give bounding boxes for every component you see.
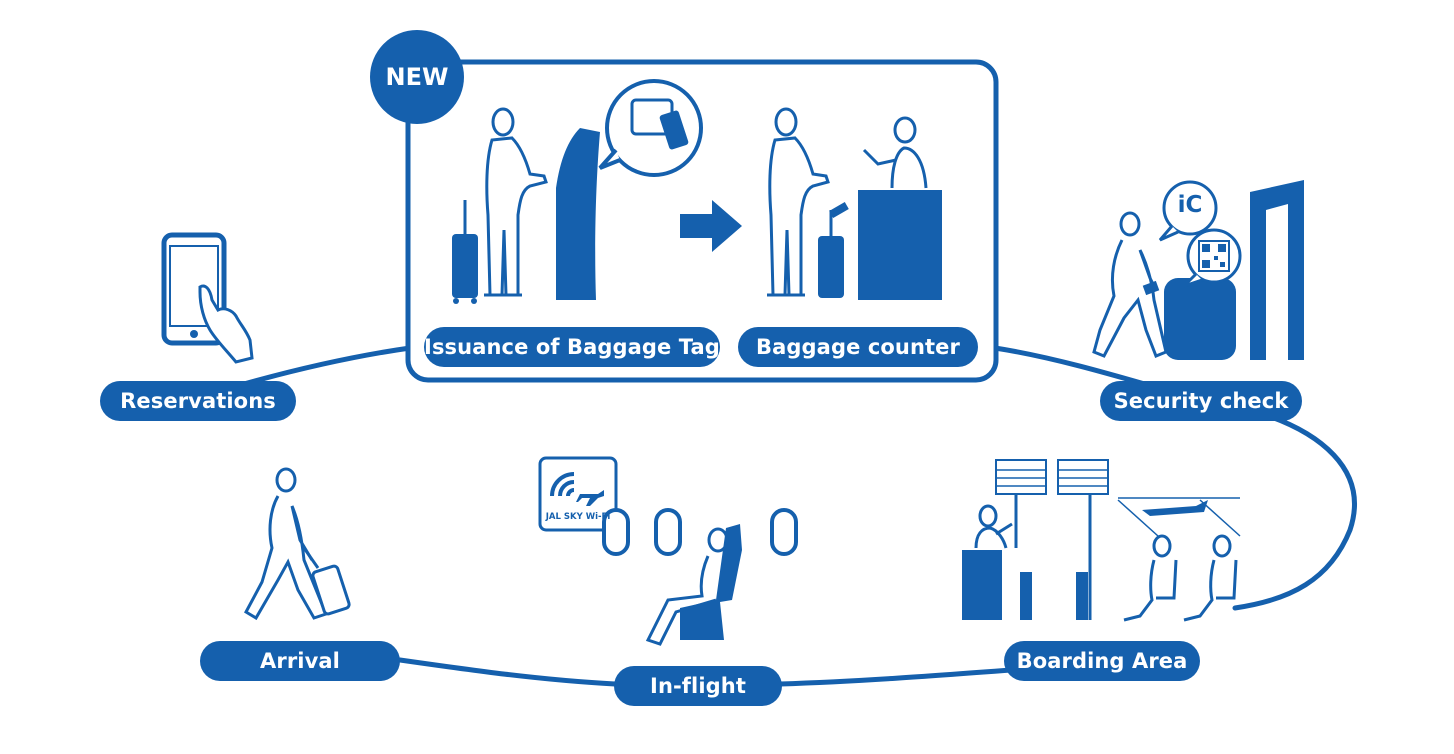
security-frame-gate <box>1250 180 1304 360</box>
gate-post-right <box>1076 572 1088 620</box>
smartphone-icon <box>161 232 254 364</box>
window-airplane-icon <box>1117 497 1241 537</box>
baggage-tag-label: Issuance of Baggage Tag <box>424 327 720 367</box>
security-passenger-figure <box>1092 211 1168 358</box>
pass-card-icon <box>1142 280 1160 296</box>
baggage-counter-label: Baggage counter <box>738 327 978 367</box>
waiting-passengers-figure <box>1123 534 1238 622</box>
speech-bubble-baggage-tag <box>598 79 703 177</box>
in-flight-label: In-flight <box>614 666 782 706</box>
wifi-sign-icon <box>538 456 618 532</box>
ic-card-bubble <box>1158 180 1218 242</box>
gate-post-left <box>1020 572 1032 620</box>
qr-code-bubble <box>1182 228 1242 288</box>
arrival-passenger-figure <box>244 467 328 621</box>
process-arrow-icon <box>680 200 742 252</box>
kiosk-passenger-figure <box>484 107 548 297</box>
new-badge: NEW <box>370 30 464 124</box>
counter-agent-figure <box>862 116 928 189</box>
counter-passenger-figure <box>767 107 830 297</box>
arrival-label: Arrival <box>200 641 400 681</box>
security-check-label: Security check <box>1100 381 1302 421</box>
reservations-label: Reservations <box>100 381 296 421</box>
boarding-gate-desk <box>962 550 1002 620</box>
departure-boards <box>995 459 1109 620</box>
wifi-sign-label: JAL SKY Wi-Fi <box>545 512 611 522</box>
cabin-windows <box>602 508 798 556</box>
suitcase-left-icon <box>452 200 478 304</box>
airplane-seat <box>680 524 742 640</box>
ticket-gate <box>1164 278 1236 360</box>
ic-card-label: iC <box>1177 192 1203 218</box>
boarding-area-label: Boarding Area <box>1004 641 1200 681</box>
rolling-suitcase-icon <box>302 547 351 616</box>
kiosk-machine <box>556 128 600 300</box>
seated-passenger-figure <box>645 527 729 646</box>
journey-loop-line <box>187 345 1357 687</box>
gate-agent-figure <box>974 504 1013 549</box>
baggage-counter-desk <box>858 190 942 300</box>
suitcase-right-icon <box>818 202 849 298</box>
